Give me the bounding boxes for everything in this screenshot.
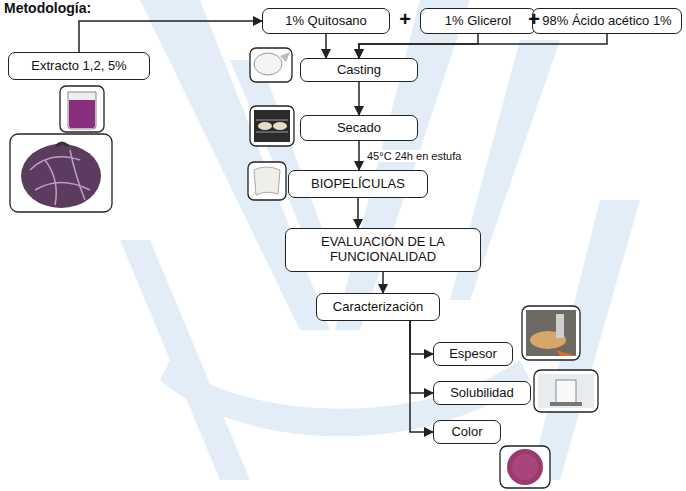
watermark-stroke — [120, 240, 250, 480]
box-text: BIOPELÍCULAS — [311, 177, 405, 192]
stage-box: EVALUACIÓN DE LA FUNCIONALIDAD — [285, 228, 481, 272]
flow-arrow — [410, 321, 433, 393]
box-text: Solubilidad — [450, 386, 514, 401]
property-box: Espesor — [433, 342, 513, 366]
oven-picture — [250, 106, 294, 146]
box-text: EVALUACIÓN DE LA FUNCIONALIDAD — [308, 235, 458, 265]
flow-arrow — [357, 198, 359, 228]
flow-arrow — [382, 272, 384, 293]
box-text: Color — [451, 425, 482, 440]
process-box: Casting — [300, 58, 418, 82]
ingredient-box: 1% Quitosano — [262, 8, 390, 34]
box-text: Espesor — [449, 347, 497, 362]
watermark-stroke — [140, 0, 330, 330]
beaker-picture — [60, 86, 104, 132]
plus-sign: + — [399, 8, 411, 31]
flow-arrow — [359, 34, 478, 58]
film-picture — [248, 162, 286, 200]
diagram-title: Metodología: — [4, 0, 91, 16]
casting-picture — [250, 48, 292, 82]
flow-arrow — [79, 21, 262, 52]
box-text: Extracto 1,2, 5% — [31, 59, 126, 74]
property-box: Color — [433, 420, 501, 444]
watermark-stroke — [530, 200, 640, 480]
box-text: 1% Quitosano — [285, 14, 367, 29]
flow-arrow — [325, 34, 327, 58]
flow-arrow — [358, 82, 360, 115]
box-text: Secado — [337, 121, 381, 136]
solubility-picture — [534, 370, 598, 412]
flow-arrow — [359, 34, 607, 58]
ingredient-box: 1% Glicerol — [420, 8, 536, 34]
edge-label: 45°C 24h en estufa — [365, 150, 463, 162]
watermark-stroke — [230, 60, 330, 250]
color-picture — [500, 446, 550, 488]
process-box: Caracterización — [316, 293, 440, 321]
plus-sign: + — [528, 8, 540, 31]
ingredient-box: 98% Ácido acético 1% — [532, 8, 682, 34]
extract-box: Extracto 1,2, 5% — [8, 52, 150, 80]
flow-arrow — [410, 321, 433, 432]
box-text: 1% Glicerol — [445, 14, 511, 29]
box-text: Caracterización — [333, 300, 423, 315]
property-box: Solubilidad — [433, 381, 531, 405]
result-box: BIOPELÍCULAS — [288, 170, 428, 198]
thickness-picture — [522, 306, 580, 360]
cabbage-picture — [10, 134, 112, 212]
flow-arrow — [410, 321, 433, 354]
box-text: Casting — [337, 63, 381, 78]
watermark-stroke — [335, 0, 470, 330]
box-text: 98% Ácido acético 1% — [542, 14, 671, 29]
flow-arrow — [358, 141, 360, 170]
process-box: Secado — [300, 115, 418, 141]
